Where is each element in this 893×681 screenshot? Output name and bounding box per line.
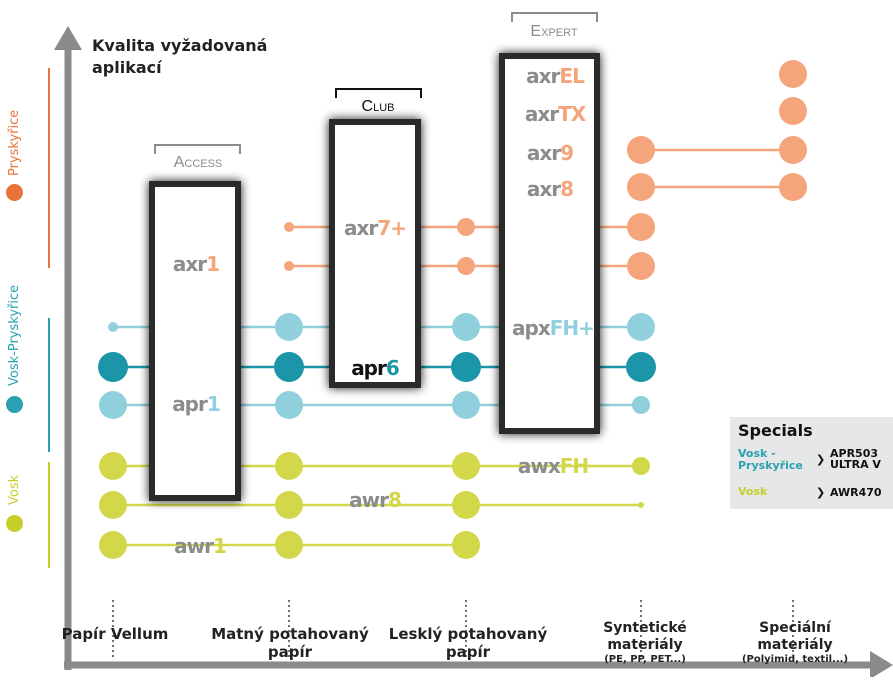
product-label-apr1: apr1 — [172, 392, 220, 416]
connector-dot-6-0 — [99, 391, 127, 419]
range-title-1: Club — [362, 98, 395, 115]
specials-category-wax: Vosk — [738, 485, 768, 498]
product-label-awxfh: awxFH — [518, 454, 588, 478]
x-label-synthetic: Syntetické materiály (PE, PP, PET...) — [603, 620, 687, 665]
resin-dot-top-1 — [779, 60, 807, 88]
x-axis-arrow-icon — [870, 651, 893, 679]
range-bracket-1 — [335, 88, 422, 98]
x-label-matte: Matný potahovaný papír — [211, 625, 369, 661]
connector-dot-6-2 — [452, 391, 480, 419]
y-axis-arrow-icon — [54, 26, 82, 50]
connector-dot-3-2 — [627, 252, 655, 280]
chevron-right-icon: ❯ — [816, 486, 826, 499]
connector-dot-0-0 — [627, 136, 655, 164]
resin-dot-top-2 — [779, 97, 807, 125]
category-label-wax-resin: Vosk-Pryskyřice — [7, 284, 22, 386]
connector-dot-6-1 — [275, 391, 303, 419]
connector-dot-5-2 — [451, 352, 481, 382]
range-column-0 — [149, 181, 241, 501]
category-label-resin: Pryskyřice — [7, 109, 22, 176]
connector-dot-5-1 — [274, 352, 304, 382]
product-label-axr7: axr7+ — [344, 216, 406, 240]
product-label-axrel: axrEL — [526, 64, 585, 88]
connector-dot-1-0 — [627, 173, 655, 201]
range-column-2 — [499, 53, 600, 434]
range-title-2: Expert — [530, 23, 577, 40]
specials-box: Specials Vosk - Pryskyřice ❯ APR503 ULTR… — [730, 417, 893, 509]
resin-icon — [6, 184, 23, 201]
connector-dot-0-1 — [779, 136, 807, 164]
y-axis-title: Kvalita vyžadovaná aplikací — [92, 35, 267, 79]
product-label-axr9: axr9 — [527, 141, 573, 165]
connector-dot-4-1 — [275, 313, 303, 341]
connector-dot-7-3 — [632, 457, 650, 475]
chevron-right-icon: ❯ — [816, 453, 826, 466]
wax-icon — [6, 515, 23, 532]
connector-dot-8-2 — [452, 491, 480, 519]
x-label-special: Speciální materiály (Polyimid, textil...… — [741, 620, 849, 665]
connector-dot-9-0 — [99, 531, 127, 559]
product-label-apr6: apr6 — [351, 356, 399, 380]
range-column-1 — [329, 119, 421, 388]
product-label-axr8: axr8 — [527, 177, 573, 201]
specials-category-wax-resin: Vosk - Pryskyřice — [738, 447, 803, 472]
x-label-vellum: Papír Vellum — [61, 625, 169, 643]
connector-dot-7-0 — [99, 452, 127, 480]
specials-value-wax-resin: APR503 ULTRA V — [830, 447, 881, 471]
connector-dot-4-0 — [108, 322, 118, 332]
x-label-gloss: Lesklý potahovaný papír — [388, 625, 548, 661]
product-label-axrtx: axrTX — [525, 102, 587, 126]
product-label-axr1: axr1 — [173, 252, 219, 276]
connector-dot-4-3 — [627, 313, 655, 341]
product-label-awr1: awr1 — [174, 534, 226, 558]
connector-dot-7-2 — [452, 452, 480, 480]
connector-dot-9-1 — [275, 531, 303, 559]
y-axis-title-line1: Kvalita vyžadovaná — [92, 36, 268, 55]
connector-dot-5-0 — [98, 352, 128, 382]
connector-dot-7-1 — [275, 452, 303, 480]
connector-dot-3-1 — [457, 257, 475, 275]
connector-dot-8-3 — [638, 502, 644, 508]
connector-dot-2-2 — [627, 213, 655, 241]
range-bracket-2 — [511, 12, 598, 22]
connector-dot-1-1 — [779, 173, 807, 201]
product-label-awr8: awr8 — [349, 488, 401, 512]
wax-resin-icon — [6, 396, 23, 413]
connector-dot-3-0 — [284, 261, 294, 271]
product-label-apxfh: apxFH+ — [512, 316, 594, 340]
y-axis-title-line2: aplikací — [92, 58, 162, 77]
range-title-0: Access — [174, 154, 223, 171]
connector-dot-5-3 — [626, 352, 656, 382]
connector-dot-9-2 — [452, 531, 480, 559]
specials-title: Specials — [738, 421, 813, 440]
connector-dot-2-1 — [457, 218, 475, 236]
connector-dot-2-0 — [284, 222, 294, 232]
category-label-wax: Vosk — [7, 474, 22, 505]
range-bracket-0 — [154, 144, 241, 154]
connector-dot-4-2 — [452, 313, 480, 341]
connector-dot-8-1 — [275, 491, 303, 519]
specials-value-wax: AWR470 — [830, 486, 882, 499]
connector-dot-6-3 — [632, 396, 650, 414]
connector-dot-8-0 — [99, 491, 127, 519]
